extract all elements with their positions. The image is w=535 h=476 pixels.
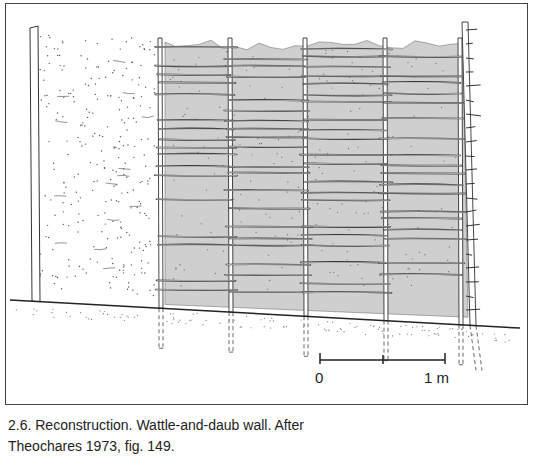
scale-label: 0 (315, 370, 323, 385)
scale-bar (320, 353, 445, 364)
figure-caption: 2.6. Reconstruction. Wattle-and-daub wal… (8, 415, 308, 457)
wall-drawing (10, 22, 520, 371)
scale-label: 1 m (424, 370, 449, 385)
figure-frame (6, 4, 528, 405)
